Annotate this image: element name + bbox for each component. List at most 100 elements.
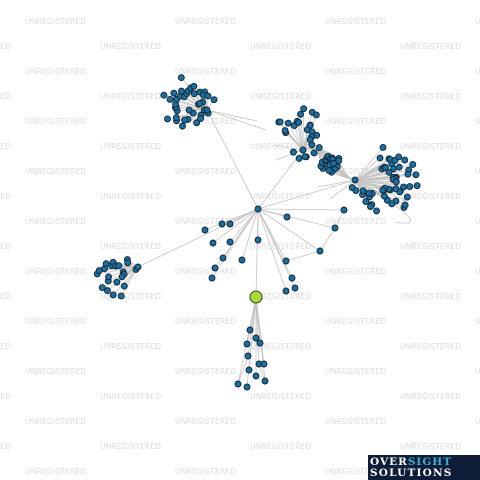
graph-node[interactable]	[244, 352, 252, 360]
graph-node[interactable]	[160, 91, 168, 99]
graph-node[interactable]	[210, 96, 218, 104]
graph-node[interactable]	[281, 127, 289, 135]
graph-node[interactable]	[204, 92, 212, 100]
graph-node[interactable]	[297, 110, 304, 118]
graph-node[interactable]	[359, 187, 367, 195]
graph-node[interactable]	[308, 141, 316, 149]
graph-node[interactable]	[330, 159, 338, 167]
graph-node[interactable]	[181, 116, 188, 124]
hub-node[interactable]	[299, 146, 307, 154]
graph-node[interactable]	[310, 149, 318, 157]
hub-node[interactable]	[203, 106, 211, 114]
graph-node[interactable]	[276, 118, 284, 126]
graph-node[interactable]	[340, 206, 348, 214]
graph-node[interactable]	[284, 119, 292, 127]
graph-node[interactable]	[348, 184, 356, 192]
graph-node[interactable]	[98, 284, 106, 291]
graph-node[interactable]	[382, 164, 389, 172]
graph-node[interactable]	[226, 238, 234, 246]
graph-node[interactable]	[246, 326, 254, 334]
graph-node[interactable]	[412, 171, 420, 179]
graph-node[interactable]	[197, 115, 204, 123]
graph-node[interactable]	[172, 114, 180, 122]
graph-node[interactable]	[170, 89, 178, 97]
graph-node[interactable]	[395, 153, 403, 161]
graph-node[interactable]	[218, 220, 226, 228]
graph-node[interactable]	[395, 163, 403, 171]
graph-node[interactable]	[219, 254, 227, 262]
graph-node[interactable]	[362, 198, 370, 206]
graph-node[interactable]	[295, 154, 303, 162]
hub-node[interactable]	[134, 263, 142, 271]
graph-node[interactable]	[164, 115, 171, 123]
graph-node[interactable]	[261, 377, 269, 385]
graph-node[interactable]	[413, 182, 421, 190]
graph-node[interactable]	[289, 148, 297, 156]
graph-node[interactable]	[367, 203, 374, 210]
graph-node[interactable]	[243, 383, 251, 391]
graph-node[interactable]	[226, 220, 234, 228]
graph-node[interactable]	[196, 100, 203, 108]
graph-node[interactable]	[315, 144, 323, 151]
hub-node[interactable]	[351, 176, 359, 184]
graph-node[interactable]	[365, 189, 373, 197]
graph-node[interactable]	[379, 144, 387, 151]
graph-node[interactable]	[283, 213, 291, 221]
graph-node[interactable]	[209, 239, 217, 247]
graph-node[interactable]	[252, 372, 260, 380]
graph-node[interactable]	[124, 259, 132, 267]
graph-node[interactable]	[390, 165, 398, 173]
graph-node[interactable]	[109, 291, 117, 299]
graph-node[interactable]	[252, 334, 260, 342]
graph-node[interactable]	[291, 284, 299, 292]
graph-node[interactable]	[211, 264, 219, 272]
graph-node[interactable]	[403, 193, 411, 201]
graph-node[interactable]	[177, 74, 185, 81]
graph-node[interactable]	[325, 166, 333, 174]
focus-entity-node[interactable]	[249, 290, 263, 304]
graph-node[interactable]	[404, 170, 412, 178]
hub-node[interactable]	[254, 205, 262, 213]
graph-node[interactable]	[260, 360, 268, 368]
graph-node[interactable]	[300, 105, 308, 113]
graph-node[interactable]	[208, 274, 216, 282]
graph-node[interactable]	[256, 339, 264, 347]
graph-node[interactable]	[103, 287, 111, 295]
graph-node[interactable]	[179, 122, 186, 130]
graph-node[interactable]	[288, 274, 296, 282]
graph-node[interactable]	[190, 90, 198, 98]
graph-node[interactable]	[379, 186, 387, 194]
graph-node[interactable]	[254, 236, 262, 244]
graph-node[interactable]	[376, 154, 384, 162]
graph-node[interactable]	[201, 226, 209, 234]
graph-node[interactable]	[120, 282, 128, 290]
graph-node[interactable]	[331, 224, 339, 232]
graph-node[interactable]	[243, 340, 251, 348]
graph-node[interactable]	[238, 256, 246, 264]
graph-node[interactable]	[295, 119, 303, 126]
graph-node[interactable]	[392, 178, 400, 186]
graph-node[interactable]	[409, 161, 417, 168]
graph-node[interactable]	[193, 119, 201, 127]
graph-node[interactable]	[117, 292, 125, 300]
graph-node[interactable]	[401, 201, 409, 209]
graph-node[interactable]	[385, 168, 393, 176]
graph-node[interactable]	[392, 185, 400, 193]
graph-node[interactable]	[388, 200, 396, 208]
graph-node[interactable]	[401, 156, 409, 164]
graph-node[interactable]	[190, 82, 198, 90]
graph-node[interactable]	[185, 106, 193, 114]
graph-node[interactable]	[312, 111, 320, 119]
graph-node[interactable]	[115, 262, 123, 270]
graph-node[interactable]	[113, 278, 121, 286]
graph-node[interactable]	[381, 192, 388, 200]
graph-node[interactable]	[301, 153, 309, 161]
graph-node[interactable]	[316, 247, 324, 255]
graph-node[interactable]	[282, 287, 290, 295]
graph-node[interactable]	[234, 380, 242, 388]
graph-node[interactable]	[105, 273, 113, 281]
graph-node[interactable]	[245, 366, 253, 374]
graph-node[interactable]	[282, 257, 290, 265]
graph-node[interactable]	[373, 207, 381, 215]
graph-node[interactable]	[118, 273, 126, 281]
